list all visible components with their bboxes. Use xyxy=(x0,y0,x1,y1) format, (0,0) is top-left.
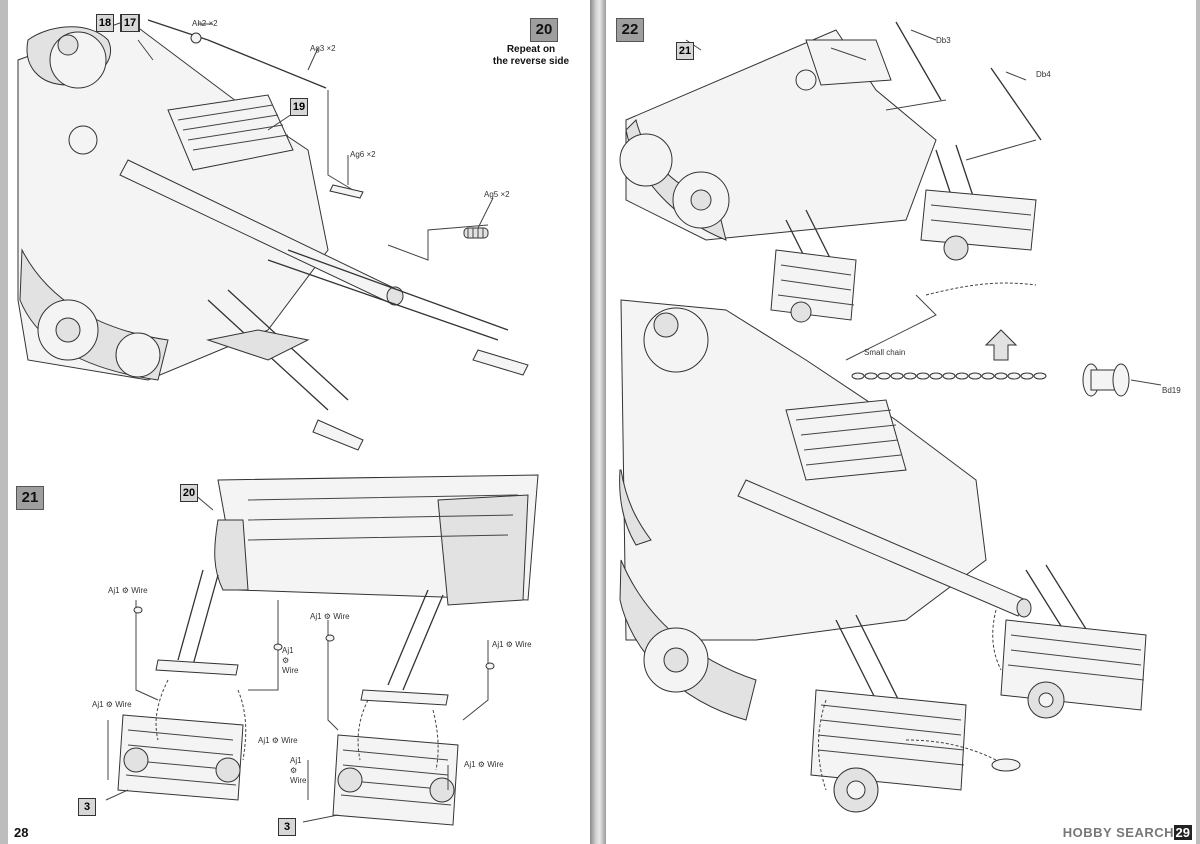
wire-text: Wire xyxy=(290,776,307,785)
hobby-search-watermark: HOBBY SEARCH xyxy=(1062,825,1174,840)
step20-ref-19: 19 xyxy=(290,98,308,116)
wire-text: Wire xyxy=(282,666,299,675)
wire-text: Wire xyxy=(333,612,350,621)
aj1-wire-label-2: Aj1 ⚙ Wire xyxy=(310,612,350,621)
step22-number: 22 xyxy=(616,18,644,42)
step20-note-line1: Repeat on xyxy=(506,44,556,55)
wire-text: Wire xyxy=(515,640,532,649)
step20-note-line2: the reverse side xyxy=(492,56,570,67)
aj1-wire-label-3: Aj1 ⚙ Wire xyxy=(492,640,532,649)
aj1-wire-label-5: Aj1 ⚙ Wire xyxy=(92,700,132,709)
aj1-wire-label-4: Aj1⚙Wire xyxy=(282,646,299,675)
part-ag3-label: Ag3 ×2 xyxy=(310,44,336,53)
aj1-text: Aj1 xyxy=(282,646,294,655)
step20-21-drawing xyxy=(17,19,539,826)
book-gutter xyxy=(590,0,606,844)
part-ag5-label: Ag5 ×2 xyxy=(484,190,510,199)
aj1-text: Aj1 xyxy=(310,612,322,621)
page-number-29: 29 xyxy=(1173,825,1192,840)
step22-drawing xyxy=(619,21,1162,813)
part-ag6-label: Ag6 ×2 xyxy=(350,150,376,159)
aj1-wire-label-7: Aj1⚙Wire xyxy=(290,756,307,785)
aj1-text: Aj1 xyxy=(92,700,104,709)
aj1-text: Aj1 xyxy=(108,586,120,595)
wire-text: Wire xyxy=(115,700,132,709)
wire-text: Wire xyxy=(131,586,148,595)
step21-ref-3-b: 3 xyxy=(278,818,296,836)
aj1-text: Aj1 xyxy=(492,640,504,649)
page-number-28: 28 xyxy=(14,825,29,840)
step20-ref-18: 18 xyxy=(96,14,114,32)
step20-ref-17: 17 xyxy=(120,14,140,32)
aj1-text: Aj1 xyxy=(258,736,270,745)
small-chain-label: Small chain xyxy=(864,348,906,357)
step22-ref-21: 21 xyxy=(676,42,694,60)
part-bd19-label: Bd19 xyxy=(1162,386,1181,395)
wire-text: Wire xyxy=(487,760,504,769)
aj1-wire-label-1: Aj1 ⚙ Wire xyxy=(108,586,148,595)
step20-number: 20 xyxy=(530,18,558,42)
step20-note: Repeat on the reverse side xyxy=(478,44,584,68)
part-ah2-label: Ah2 ×2 xyxy=(192,19,218,28)
aj1-wire-label-8: Aj1 ⚙ Wire xyxy=(464,760,504,769)
part-db4-label: Db4 xyxy=(1036,70,1051,79)
aj1-text: Aj1 xyxy=(464,760,476,769)
step21-ref-20: 20 xyxy=(180,484,198,502)
part-db3-label: Db3 xyxy=(936,36,951,45)
wire-text: Wire xyxy=(281,736,298,745)
step21-ref-3-a: 3 xyxy=(78,798,96,816)
left-instruction-page: 18 17 19 Ah2 ×2 Ag3 ×2 Ag6 ×2 Ag5 ×2 20 … xyxy=(8,0,590,844)
aj1-text: Aj1 xyxy=(290,756,302,765)
aj1-wire-label-6: Aj1 ⚙ Wire xyxy=(258,736,298,745)
right-instruction-page: 22 21 Db3 Db4 Bd19 Small chain HOBBY SEA… xyxy=(606,0,1196,844)
step21-number: 21 xyxy=(16,486,44,510)
